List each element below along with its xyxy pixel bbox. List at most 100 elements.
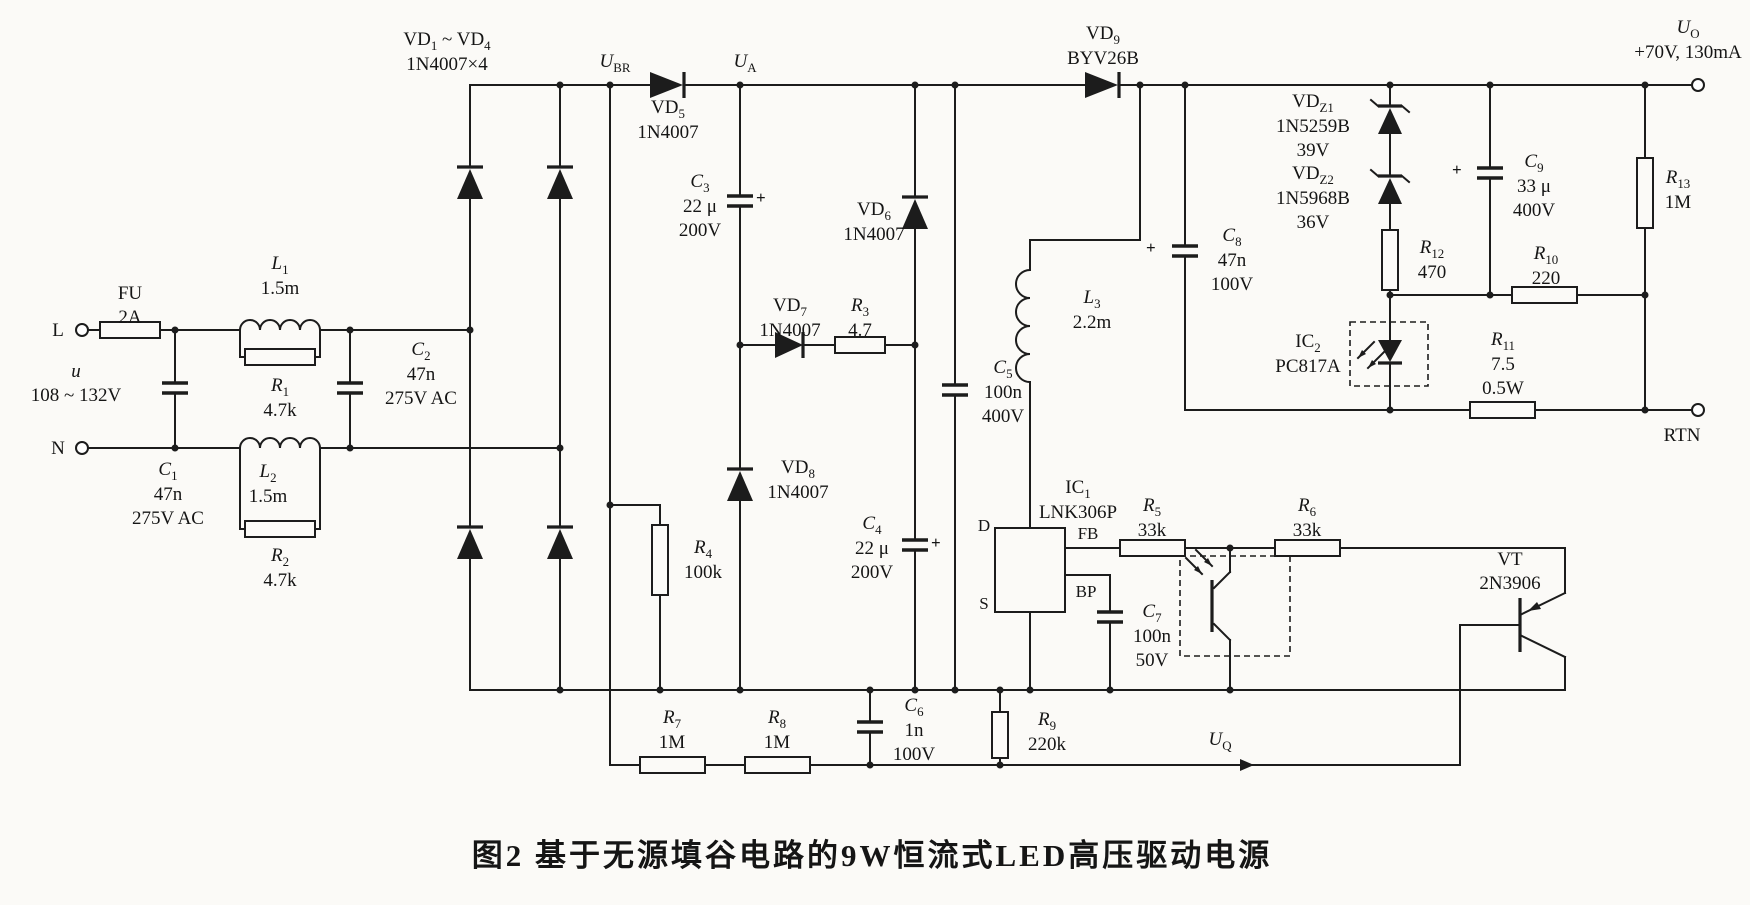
label-pin-fb: FB	[1077, 524, 1099, 543]
optocoupler-phototransistor-symbol	[1184, 548, 1232, 642]
terminal-l	[75, 323, 89, 337]
wires-switcher	[1029, 84, 1566, 691]
cap-c6-symbol	[857, 720, 883, 734]
label-pin-bp: BP	[1075, 582, 1097, 601]
resistor-r9-symbol	[991, 711, 1009, 759]
diode-vd5-symbol	[650, 72, 686, 98]
inductor-l3-symbol	[1015, 268, 1032, 384]
cap-c5-symbol	[942, 383, 968, 397]
c8-plus-mark: +	[1146, 238, 1156, 257]
diode-vd1-symbol	[457, 165, 483, 199]
label-pin-d: D	[977, 516, 991, 535]
label-terminal-n: N	[51, 438, 65, 459]
label-u-br: UBR	[599, 51, 631, 75]
terminal-n	[75, 441, 89, 455]
zener-vdz2-symbol	[1369, 168, 1411, 204]
transistor-vt-symbol	[1518, 591, 1567, 659]
cap-c7-symbol	[1097, 610, 1123, 624]
label-u-o: UO+70V, 130mA	[1634, 17, 1742, 63]
optocoupler-led-symbol	[1356, 340, 1402, 370]
resistor-r8-symbol	[744, 756, 811, 774]
diode-vd4-symbol	[547, 525, 573, 559]
ic2-led-box	[1349, 321, 1429, 387]
cap-c3-symbol	[727, 194, 753, 208]
resistor-r12-symbol	[1381, 229, 1399, 291]
resistor-r10-symbol	[1511, 286, 1578, 304]
label-u-q: UQ	[1208, 729, 1232, 753]
ic1-body	[994, 527, 1066, 613]
resistor-r4-symbol	[651, 524, 669, 596]
resistor-r7-symbol	[639, 756, 706, 774]
resistor-r11-symbol	[1469, 401, 1536, 419]
wires-valley-fill	[609, 84, 956, 766]
wires-input	[87, 329, 561, 530]
terminal-uo	[1691, 78, 1705, 92]
label-pin-s: S	[979, 594, 989, 613]
label-u-a: UA	[733, 51, 757, 75]
c9-plus-mark: +	[1452, 160, 1462, 179]
resistor-r13-symbol	[1636, 157, 1654, 229]
resistor-r1-symbol	[244, 348, 316, 366]
ic2-transistor-box	[1179, 555, 1291, 657]
junction-dots	[171, 81, 1649, 769]
diode-vd9-symbol	[1085, 72, 1121, 98]
diode-vd6-symbol	[902, 195, 928, 229]
label-rtn: RTN	[1663, 425, 1701, 446]
diode-vd8-symbol	[727, 467, 753, 501]
cap-c2-symbol	[337, 381, 363, 395]
uq-arrow	[1240, 759, 1254, 771]
diode-vd3-symbol	[457, 525, 483, 559]
c3-plus-mark: +	[756, 188, 766, 207]
diode-vd7-symbol	[775, 332, 805, 358]
cap-c8-symbol	[1172, 244, 1198, 258]
zener-vdz1-symbol	[1369, 98, 1411, 134]
cap-c9-symbol	[1477, 166, 1503, 180]
terminal-rtn	[1691, 403, 1705, 417]
diode-vd2-symbol	[547, 165, 573, 199]
label-terminal-l: L	[52, 320, 64, 341]
resistor-r5-symbol	[1119, 539, 1186, 557]
fuse-symbol	[99, 321, 161, 339]
resistor-r6-symbol	[1274, 539, 1341, 557]
cap-c4-symbol	[902, 538, 928, 552]
resistor-r2-symbol	[244, 520, 316, 538]
inductor-l1-symbol	[238, 319, 322, 332]
resistor-r3-symbol	[834, 336, 886, 354]
